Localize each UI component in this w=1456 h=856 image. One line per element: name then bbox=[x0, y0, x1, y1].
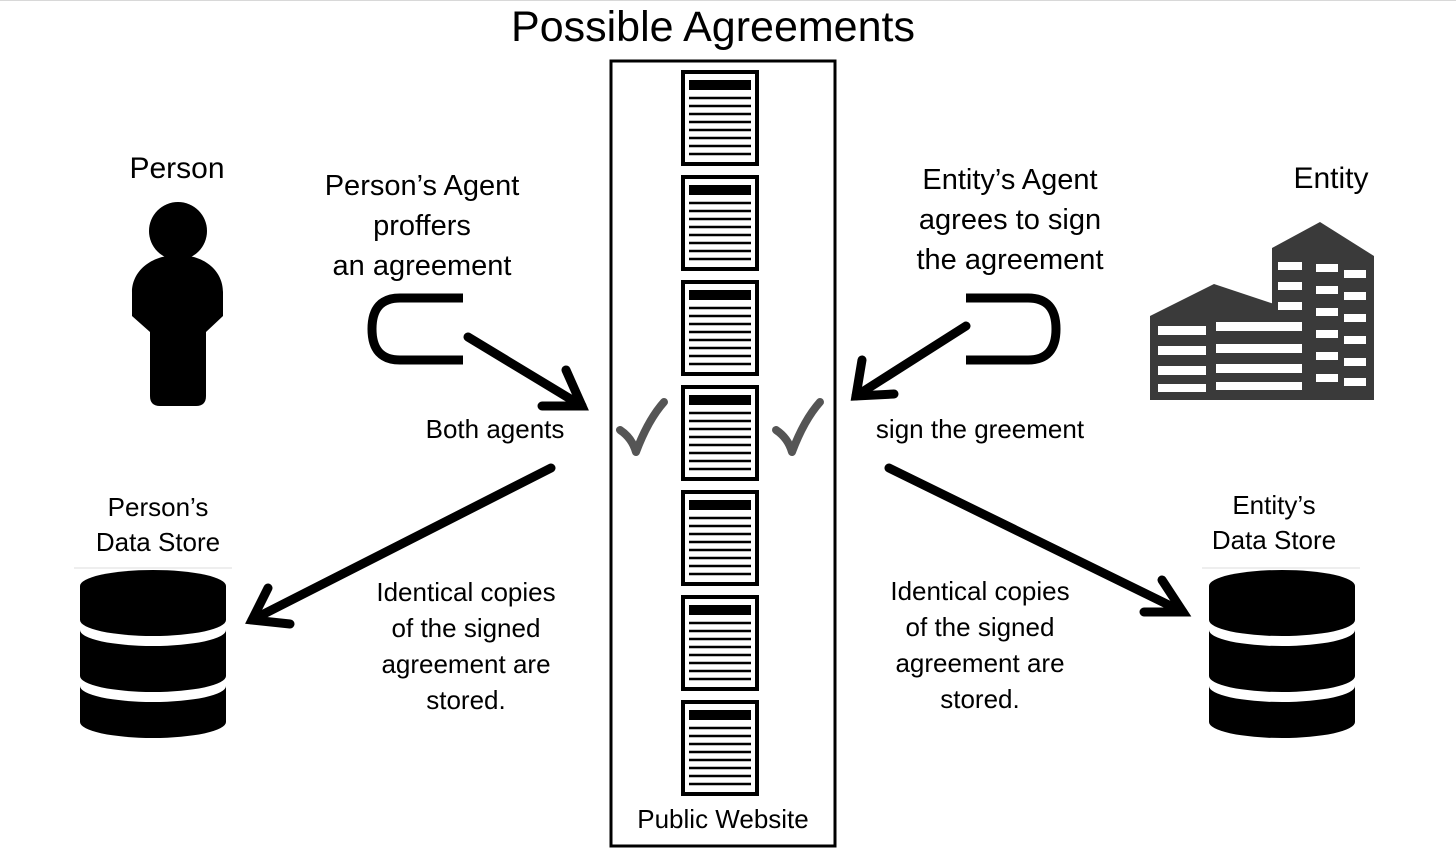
arrow-proffer bbox=[463, 332, 589, 411]
top-border bbox=[0, 0, 1456, 1]
document-icon bbox=[681, 280, 759, 376]
database-icon bbox=[1209, 570, 1355, 738]
document-icon bbox=[681, 385, 759, 481]
arrow-agree bbox=[850, 321, 971, 401]
arrow-to-entity-store bbox=[884, 463, 1192, 617]
checkmark-icon bbox=[772, 398, 824, 456]
copies-note-left: Identical copies of the signed agreement… bbox=[376, 577, 556, 715]
document-icon bbox=[681, 175, 759, 271]
person-agent-caption: Person’s Agent proffers an agreement bbox=[324, 170, 520, 282]
person-icon bbox=[132, 202, 223, 406]
copies-note-right: Identical copies of the signed agreement… bbox=[890, 576, 1070, 714]
person-data-store-label: Person’s Data Store bbox=[95, 492, 221, 557]
entity-data-store-label: Entity’s Data Store bbox=[1211, 490, 1337, 555]
building-icon bbox=[1150, 222, 1374, 400]
public-website-box bbox=[609, 59, 837, 848]
database-icon bbox=[80, 570, 226, 738]
document-icon bbox=[681, 595, 759, 691]
signing-caption-left: Both agents bbox=[425, 414, 565, 444]
person-label: Person bbox=[129, 152, 225, 185]
checkmark-icon bbox=[616, 398, 668, 456]
diagram-title: Possible Agreements bbox=[511, 3, 915, 51]
document-icon bbox=[681, 70, 759, 166]
arrow-to-person-store bbox=[245, 463, 556, 629]
document-icon bbox=[681, 490, 759, 586]
entity-agent-caption: Entity’s Agent agrees to sign the agreem… bbox=[916, 164, 1104, 276]
document-icon bbox=[681, 700, 759, 796]
magnet-icon bbox=[367, 293, 463, 365]
magnet-icon bbox=[966, 293, 1061, 365]
signing-caption-right: sign the greement bbox=[875, 414, 1085, 444]
public-website-label: Public Website bbox=[637, 804, 809, 834]
entity-label: Entity bbox=[1293, 162, 1369, 195]
